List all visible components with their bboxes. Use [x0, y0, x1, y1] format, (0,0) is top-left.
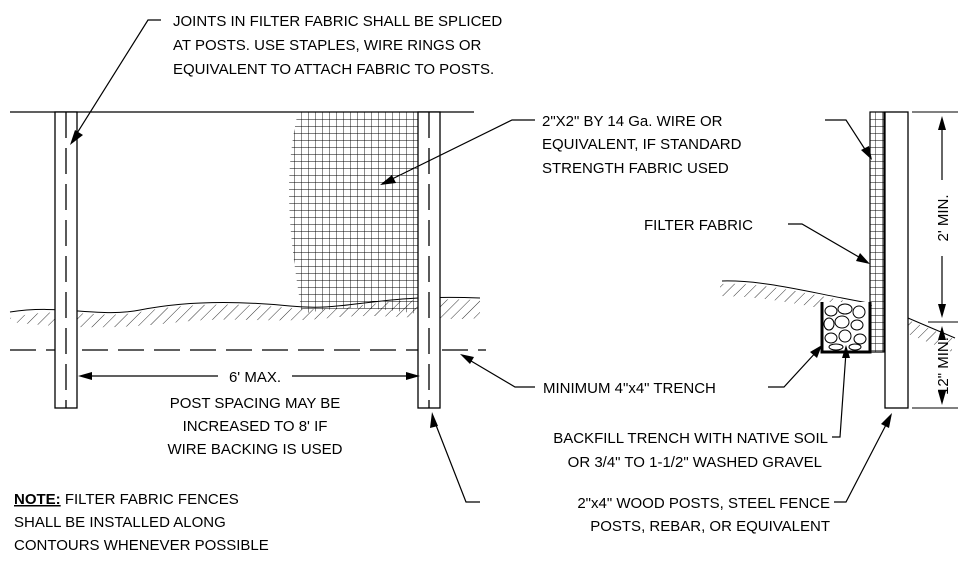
gravel-trench — [820, 302, 872, 354]
spacing-dimension-label: 6' MAX. — [229, 369, 281, 386]
filter-fabric-callout: FILTER FABRIC — [644, 217, 870, 264]
svg-text:NOTE: FILTER FABRIC FENCES: NOTE: FILTER FABRIC FENCES — [14, 491, 239, 508]
wire-callout: 2"X2" BY 14 Ga. WIRE OR EQUIVALENT, IF S… — [380, 113, 872, 185]
height-dimension: 2' MIN. 12" MIN. — [912, 111, 958, 409]
elevation-view: 6' MAX. POST SPACING MAY BE INCREASED TO… — [9, 13, 502, 554]
trench-callout: MINIMUM 4"x4" TRENCH — [460, 345, 822, 397]
backfill-callout: BACKFILL TRENCH WITH NATIVE SOIL OR 3/4"… — [553, 345, 850, 471]
section-wire-backing — [869, 111, 885, 353]
spacing-note: POST SPACING MAY BE INCREASED TO 8' IF W… — [167, 395, 342, 458]
svg-text:MINIMUM 4"x4" TRENCH: MINIMUM 4"x4" TRENCH — [543, 380, 716, 397]
svg-text:CONTOURS WHENEVER POSSIBLE: CONTOURS WHENEVER POSSIBLE — [14, 537, 269, 554]
svg-text:AT POSTS. USE STAPLES, WIRE R: AT POSTS. USE STAPLES, WIRE RINGS OR — [173, 37, 482, 54]
svg-text:EQUIVALENT, IF STANDARD: EQUIVALENT, IF STANDARD — [542, 136, 742, 153]
general-note: NOTE: FILTER FABRIC FENCES SHALL BE INST… — [14, 491, 269, 554]
posts-callout: 2"x4" WOOD POSTS, STEEL FENCE POSTS, REB… — [430, 412, 892, 535]
svg-text:OR 3/4" TO 1-1/2" WASHED GRAVE: OR 3/4" TO 1-1/2" WASHED GRAVEL — [568, 454, 822, 471]
spacing-dimension: 6' MAX. — [78, 369, 420, 386]
embedment-depth-label: 12" MIN. — [935, 337, 952, 395]
svg-text:POSTS, REBAR, OR EQUIVALENT: POSTS, REBAR, OR EQUIVALENT — [590, 518, 830, 535]
height-above-ground-label: 2' MIN. — [935, 194, 952, 241]
section-post — [884, 111, 909, 409]
svg-text:BACKFILL TRENCH WITH NATIVE SO: BACKFILL TRENCH WITH NATIVE SOIL — [553, 430, 828, 447]
joints-callout: JOINTS IN FILTER FABRIC SHALL BE SPLICED… — [70, 13, 502, 145]
svg-text:FILTER FABRIC: FILTER FABRIC — [644, 217, 753, 234]
svg-text:EQUIVALENT TO ATTACH FABRIC TO: EQUIVALENT TO ATTACH FABRIC TO POSTS. — [173, 61, 494, 78]
svg-text:STRENGTH FABRIC USED: STRENGTH FABRIC USED — [542, 160, 729, 177]
section-view: 2' MIN. 12" MIN. 2"X2" BY 14 Ga. WIRE OR… — [380, 111, 958, 535]
svg-text:INCREASED TO 8' IF: INCREASED TO 8' IF — [183, 418, 328, 435]
wire-mesh — [289, 112, 418, 314]
svg-text:JOINTS IN FILTER FABRIC SHALL: JOINTS IN FILTER FABRIC SHALL BE SPLICED — [173, 13, 502, 30]
svg-text:2"X2" BY 14 Ga. WIRE OR: 2"X2" BY 14 Ga. WIRE OR — [542, 113, 723, 130]
svg-text:2"x4" WOOD POSTS, STEEL FENCE: 2"x4" WOOD POSTS, STEEL FENCE — [577, 495, 830, 512]
svg-text:POST SPACING MAY BE: POST SPACING MAY BE — [170, 395, 341, 412]
svg-text:WIRE BACKING IS USED: WIRE BACKING IS USED — [167, 441, 342, 458]
note-heading: NOTE: — [14, 491, 61, 508]
svg-text:SHALL BE INSTALLED ALONG: SHALL BE INSTALLED ALONG — [14, 514, 226, 531]
